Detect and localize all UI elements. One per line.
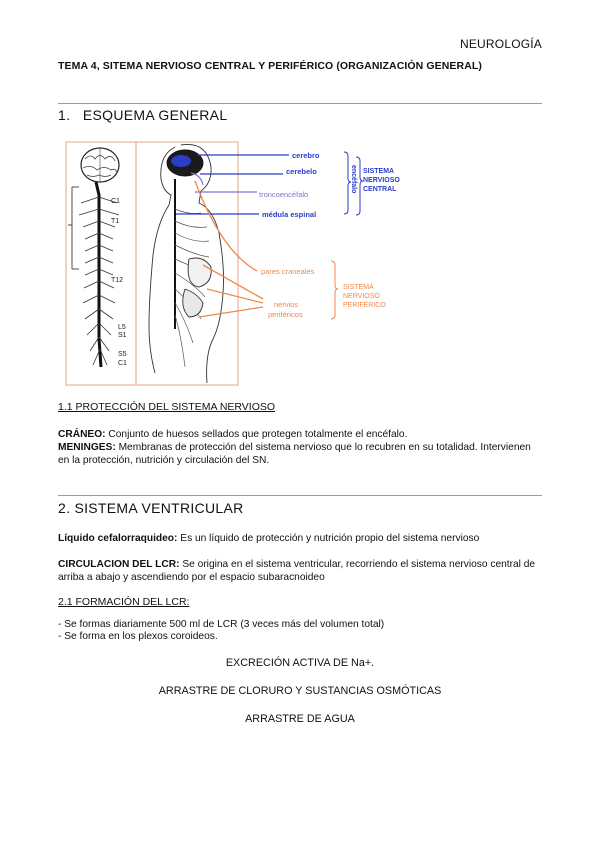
nervous-system-figure: C1 T1 T12 L5 S1 S5 C1	[63, 139, 463, 387]
vertebra-label: C1	[111, 198, 120, 205]
vertebra-label: L5	[118, 324, 126, 331]
label-snc-line: CENTRAL	[363, 186, 397, 193]
subsection-2-1-heading: 2.1 FORMACIÓN DEL LCR:	[58, 596, 190, 608]
meninges-text: Membranas de protección del sistema nerv…	[58, 442, 531, 466]
label-nervios-line: periféricos	[268, 310, 303, 319]
label-cerebro: cerebro	[292, 151, 320, 160]
vertebra-label: T1	[111, 218, 119, 225]
vertebra-label: S5	[118, 351, 127, 358]
lcr-paragraph: Líquido cefalorraquideo: Es un líquido d…	[58, 533, 542, 546]
divider	[58, 103, 542, 104]
lcr-text: Es un líquido de protección y nutrición …	[177, 533, 480, 544]
label-troncoencefalo: troncoencéfalo	[259, 190, 308, 199]
bullet-item: - Se formas diariamente 500 ml de LCR (3…	[58, 619, 385, 630]
label-medula-espinal: médula espinal	[262, 210, 316, 219]
vertebra-label: T12	[111, 277, 123, 284]
centered-line: ARRASTRE DE CLORURO Y SUSTANCIAS OSMÓTIC…	[158, 685, 442, 697]
label-snp-line: SISTEMA	[343, 284, 374, 291]
cns-labels: cerebro cerebelo troncoencéfalo médula e…	[176, 151, 400, 219]
meninges-label: MENINGES:	[58, 442, 116, 453]
lcr-label: Líquido cefalorraquideo:	[58, 533, 178, 544]
meninges-paragraph: MENINGES: Membranas de protección del si…	[58, 442, 542, 467]
label-encefalo: encéfalo	[350, 165, 357, 193]
label-snp-line: PERIFÉRICO	[343, 300, 386, 309]
vertebra-label: C1	[118, 360, 127, 367]
circulation-paragraph: CIRCULACION DEL LCR: Se origina en el si…	[58, 559, 542, 584]
label-snc-line: NERVIOSO	[363, 177, 400, 184]
centered-line: EXCRECIÓN ACTIVA DE Na+.	[225, 657, 375, 669]
header-subject: NEUROLOGÍA	[459, 37, 542, 51]
craneo-label: CRÁNEO:	[58, 429, 106, 440]
label-cerebelo: cerebelo	[286, 167, 317, 176]
craneo-text: Conjunto de huesos sellados que protegen…	[105, 429, 408, 440]
circulation-text: Se origina en el sistema ventricular, re…	[58, 559, 536, 583]
circulation-label: CIRCULACION DEL LCR:	[58, 559, 180, 570]
body-illustration	[148, 144, 224, 384]
pns-labels: pares craneales nervios periféricos SIST…	[194, 180, 386, 320]
label-pares-craneales: pares craneales	[261, 267, 315, 276]
centered-line: ARRASTRE DE AGUA	[245, 713, 355, 725]
label-snc-line: SISTEMA	[363, 168, 394, 175]
section-2-heading: 2. SISTEMA VENTRICULAR	[58, 500, 244, 516]
document-title: TEMA 4, SITEMA NERVIOSO CENTRAL Y PERIFÉ…	[58, 60, 483, 72]
body-panel-frame	[135, 141, 239, 386]
section-1-heading: 1. ESQUEMA GENERAL	[58, 107, 227, 123]
section-1-title: ESQUEMA GENERAL	[82, 107, 228, 123]
bullet-item: - Se forma en los plexos coroideos.	[58, 631, 218, 642]
craneo-paragraph: CRÁNEO: Conjunto de huesos sellados que …	[58, 429, 542, 442]
section-1-number: 1.	[58, 107, 71, 123]
divider	[58, 495, 542, 496]
label-snp-line: NERVIOSO	[343, 293, 380, 300]
label-nervios-line: nervios	[274, 300, 298, 309]
subsection-1-1-heading: 1.1 PROTECCIÓN DEL SISTEMA NERVIOSO	[58, 401, 276, 413]
nervous-system-diagram: C1 T1 T12 L5 S1 S5 C1	[65, 141, 400, 386]
vertebra-label: S1	[118, 332, 127, 339]
spinal-cord-illustration: C1 T1 T12 L5 S1 S5 C1	[68, 147, 127, 368]
